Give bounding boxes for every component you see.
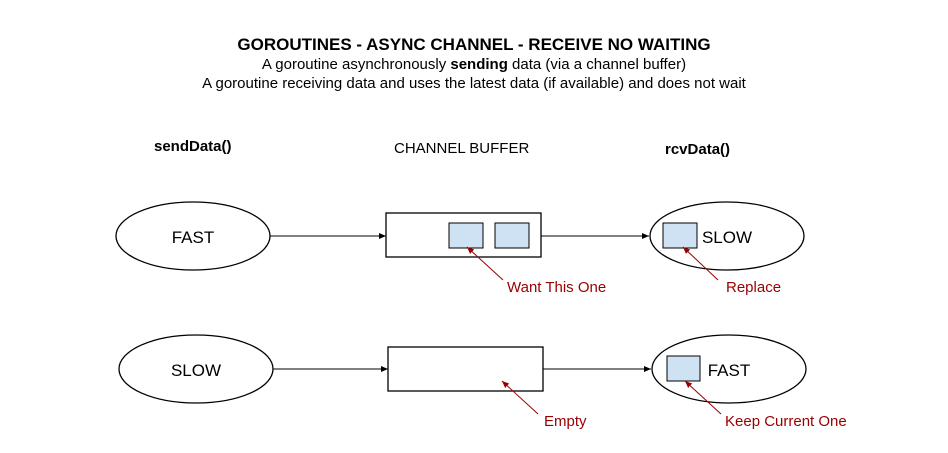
diagram-subtitle-1: A goroutine asynchronously sending data … — [0, 56, 948, 73]
annotation-empty: Empty — [544, 413, 587, 430]
annotation-arrow-replace — [682, 246, 719, 281]
column-header-send: sendData() — [154, 138, 232, 155]
subtitle-1-emphasis: sending — [450, 56, 508, 73]
diagram-title: GOROUTINES - ASYNC CHANNEL - RECEIVE NO … — [237, 35, 711, 54]
buffer-packet-row1-a — [448, 222, 484, 249]
receiver-label-row2: FAST — [708, 361, 751, 380]
annotation-arrow-want — [466, 246, 504, 281]
sender-label-row2: SLOW — [171, 361, 221, 380]
column-header-recv: rcvData() — [665, 141, 731, 158]
annotation-arrow-keep — [684, 380, 722, 415]
column-header-channel: CHANNEL BUFFER — [394, 140, 530, 157]
subtitle-1-pre: A goroutine asynchronously — [261, 56, 451, 73]
annotation-replace: Replace — [726, 279, 781, 296]
annotation-want-this-one: Want This One — [507, 279, 606, 296]
annotation-arrow-empty — [501, 380, 539, 415]
buffer-packet-row1-b — [494, 222, 530, 249]
receiver-label-row1: SLOW — [702, 228, 752, 247]
channel-buffer-row2 — [387, 346, 544, 392]
annotation-keep-current-one: Keep Current One — [725, 413, 847, 430]
sender-label-row1: FAST — [172, 228, 215, 247]
receiver-packet-row2 — [666, 355, 701, 382]
diagram-subtitle-2: A goroutine receiving data and uses the … — [202, 75, 746, 92]
receiver-packet-row1 — [662, 222, 698, 249]
subtitle-1-post: data (via a channel buffer) — [507, 56, 687, 73]
